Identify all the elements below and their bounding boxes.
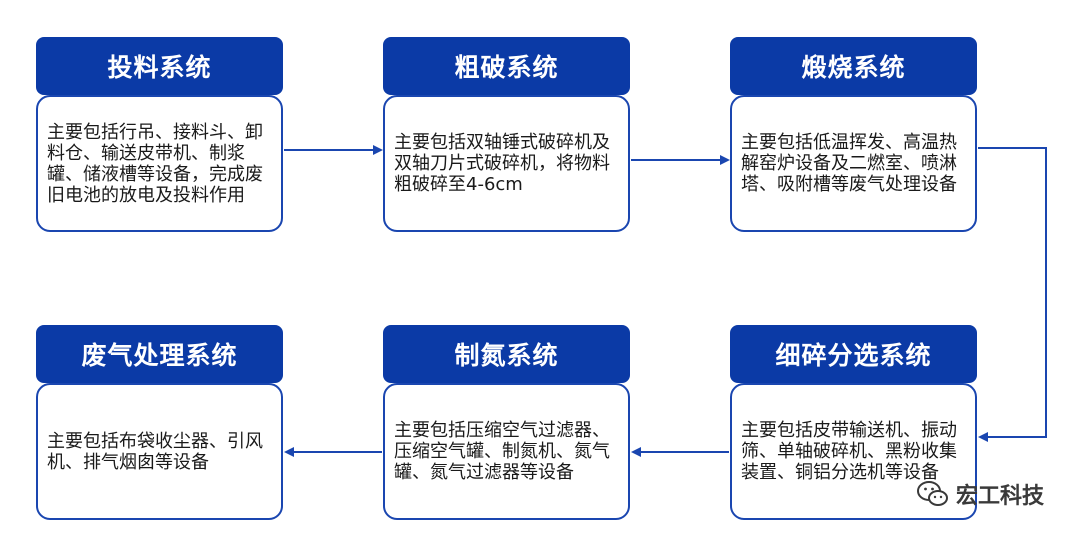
arrow-calcine-to-fine xyxy=(978,147,1047,442)
node-title: 投料系统 xyxy=(36,37,283,95)
node-calcination-system: 煅烧系统 主要包括低温挥发、高温热解窑炉设备及二燃室、喷淋塔、吸附槽等废气处理设… xyxy=(730,37,977,232)
node-description: 主要包括低温挥发、高温热解窑炉设备及二燃室、喷淋塔、吸附槽等废气处理设备 xyxy=(741,132,957,195)
node-title: 细碎分选系统 xyxy=(730,325,977,383)
node-title: 煅烧系统 xyxy=(730,37,977,95)
watermark-text: 宏工科技 xyxy=(955,484,1044,509)
node-nitrogen-system: 制氮系统 主要包括压缩空气过滤器、压缩空气罐、制氮机、氮气罐、氮气过滤器等设备 xyxy=(383,325,630,520)
node-title: 粗破系统 xyxy=(383,37,630,95)
node-fine-crushing-sorting-system: 细碎分选系统 主要包括皮带输送机、振动筛、单轴破碎机、黑粉收集装置、铜铝分选机等… xyxy=(730,325,977,520)
watermark: 宏工科技 xyxy=(916,478,1044,510)
node-description: 主要包括双轴锤式破碎机及双轴刀片式破碎机，将物料粗破碎至4-6cm xyxy=(394,132,610,195)
node-title: 废气处理系统 xyxy=(36,325,283,383)
node-title: 制氮系统 xyxy=(383,325,630,383)
node-feeding-system: 投料系统 主要包括行吊、接料斗、卸料仓、输送皮带机、制浆罐、储液槽等设备，完成废… xyxy=(36,37,283,232)
node-description-box: 主要包括皮带输送机、振动筛、单轴破碎机、黑粉收集装置、铜铝分选机等设备 xyxy=(730,383,977,520)
node-coarse-crushing-system: 粗破系统 主要包括双轴锤式破碎机及双轴刀片式破碎机，将物料粗破碎至4-6cm xyxy=(383,37,630,232)
node-description: 主要包括布袋收尘器、引风机、排气烟囱等设备 xyxy=(47,430,263,473)
node-description: 主要包括行吊、接料斗、卸料仓、输送皮带机、制浆罐、储液槽等设备，完成废旧电池的放… xyxy=(47,121,263,206)
node-description-box: 主要包括低温挥发、高温热解窑炉设备及二燃室、喷淋塔、吸附槽等废气处理设备 xyxy=(730,95,977,232)
wechat-icon xyxy=(916,481,948,506)
node-description-box: 主要包括布袋收尘器、引风机、排气烟囱等设备 xyxy=(36,383,283,520)
node-exhaust-treatment-system: 废气处理系统 主要包括布袋收尘器、引风机、排气烟囱等设备 xyxy=(36,325,283,520)
node-description-box: 主要包括压缩空气过滤器、压缩空气罐、制氮机、氮气罐、氮气过滤器等设备 xyxy=(383,383,630,520)
node-description: 主要包括压缩空气过滤器、压缩空气罐、制氮机、氮气罐、氮气过滤器等设备 xyxy=(394,420,610,483)
node-description: 主要包括皮带输送机、振动筛、单轴破碎机、黑粉收集装置、铜铝分选机等设备 xyxy=(741,420,957,483)
node-description-box: 主要包括双轴锤式破碎机及双轴刀片式破碎机，将物料粗破碎至4-6cm xyxy=(383,95,630,232)
node-description-box: 主要包括行吊、接料斗、卸料仓、输送皮带机、制浆罐、储液槽等设备，完成废旧电池的放… xyxy=(36,95,283,232)
